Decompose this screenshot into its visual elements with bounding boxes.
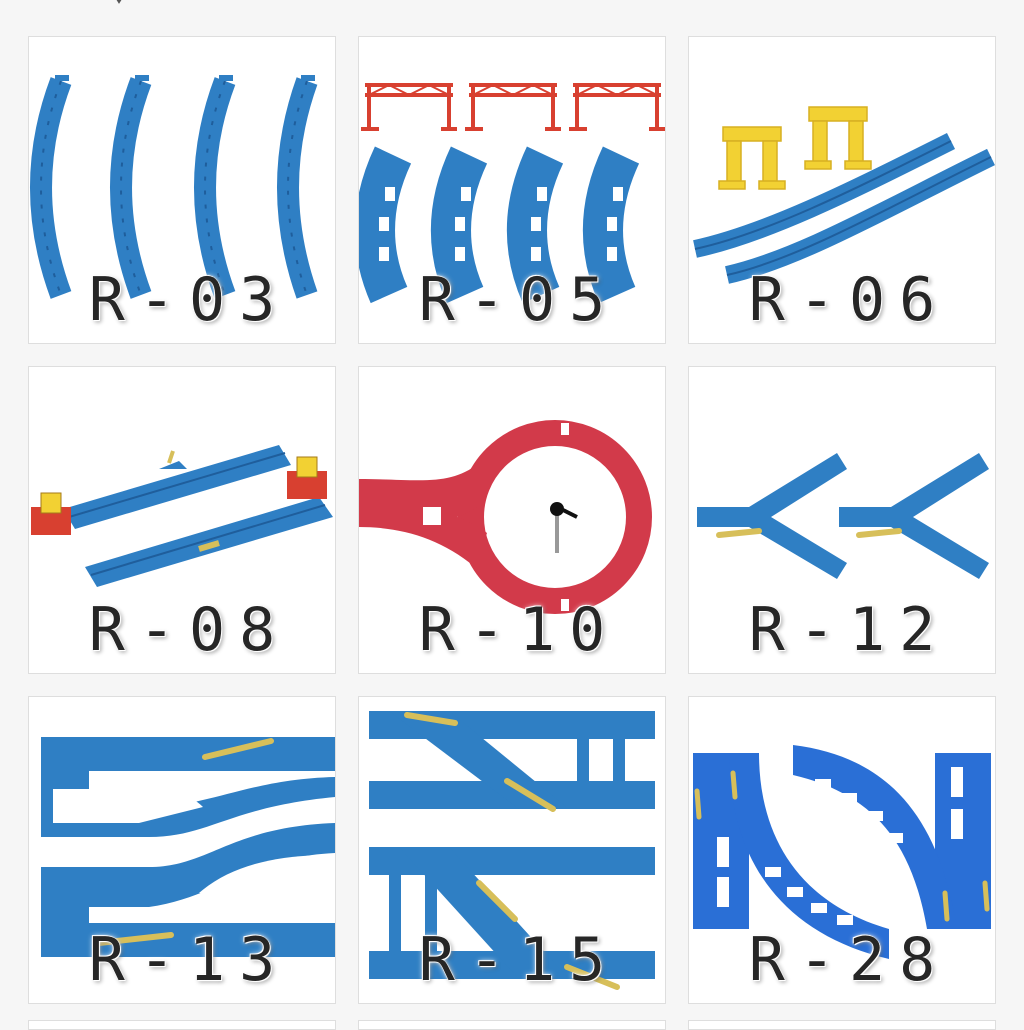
tile-stub <box>28 1020 336 1030</box>
next-row-edge <box>0 1014 1024 1030</box>
product-code: R-12 <box>748 595 950 665</box>
product-code: R-03 <box>88 265 290 335</box>
slope-rails-icon <box>693 106 995 284</box>
tile-r-06[interactable]: R-06 <box>688 36 996 344</box>
tile-r-03[interactable]: R-03 <box>28 36 336 344</box>
tile-r-10[interactable]: R-10 <box>358 366 666 674</box>
tile-stub <box>358 1020 666 1030</box>
crossover-switch-icon <box>369 711 655 990</box>
tile-r-15[interactable]: R-15 <box>358 696 666 1004</box>
curved-rails-icon <box>30 75 318 299</box>
tile-r-28[interactable]: R-28 <box>688 696 996 1004</box>
product-code: R-06 <box>748 265 950 335</box>
elevated-curved-rails-icon <box>359 83 665 304</box>
tile-r-08[interactable]: R-08 <box>28 366 336 674</box>
y-switch-icon <box>697 453 989 579</box>
stop-rails-icon <box>31 445 333 587</box>
tile-r-05[interactable]: R-05 <box>358 36 666 344</box>
double-curve-switch-icon <box>693 745 991 959</box>
product-code: R-28 <box>748 925 950 995</box>
product-code: R-15 <box>418 925 620 995</box>
tile-r-13[interactable]: R-13 <box>28 696 336 1004</box>
switch-rails-icon <box>41 737 335 957</box>
top-strip <box>0 0 1024 14</box>
turnaround-loop-icon <box>359 420 652 614</box>
partial-glyph-icon <box>116 0 122 4</box>
tile-r-12[interactable]: R-12 <box>688 366 996 674</box>
product-code: R-13 <box>88 925 290 995</box>
product-code: R-08 <box>88 595 290 665</box>
product-code: R-10 <box>418 595 620 665</box>
tile-stub <box>688 1020 996 1030</box>
product-code: R-05 <box>418 265 620 335</box>
